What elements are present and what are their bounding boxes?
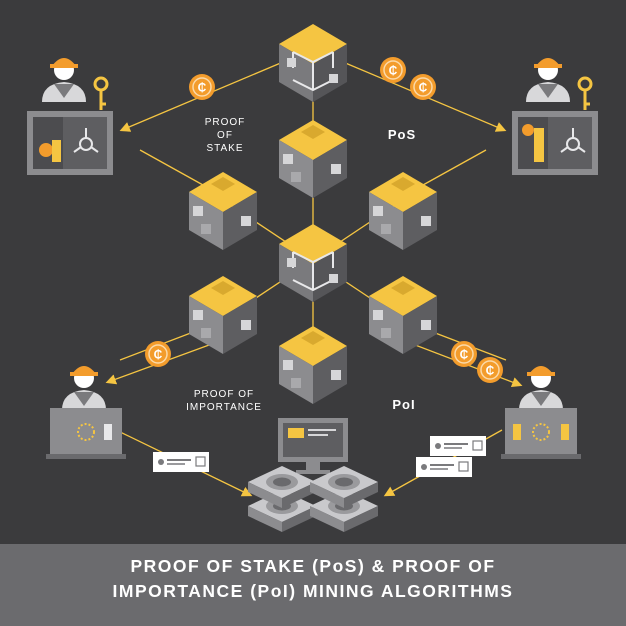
server-icon xyxy=(248,466,378,532)
laptop-icon xyxy=(46,408,126,459)
key-icon xyxy=(577,76,593,110)
miner-icon xyxy=(519,366,563,410)
safe-icon xyxy=(512,111,598,175)
banner-title: PROOF OF STAKE (PoS) & PROOF OF IMPORTAN… xyxy=(0,554,626,604)
pos-label: PoS xyxy=(387,127,417,142)
monitor-icon xyxy=(278,418,348,474)
safe-icon xyxy=(27,111,113,175)
key-icon xyxy=(93,76,109,110)
miner-icon xyxy=(62,366,106,410)
banner-line-1: PROOF OF STAKE (PoS) & PROOF OF xyxy=(130,556,496,576)
miner-icon xyxy=(526,58,570,102)
miner-icon xyxy=(42,58,86,102)
laptop-icon xyxy=(501,408,581,459)
title-banner: PROOF OF STAKE (PoS) & PROOF OF IMPORTAN… xyxy=(0,544,626,626)
poi-label: PoI xyxy=(392,397,416,412)
banner-line-2: IMPORTANCE (PoI) MINING ALGORITHMS xyxy=(112,581,514,601)
